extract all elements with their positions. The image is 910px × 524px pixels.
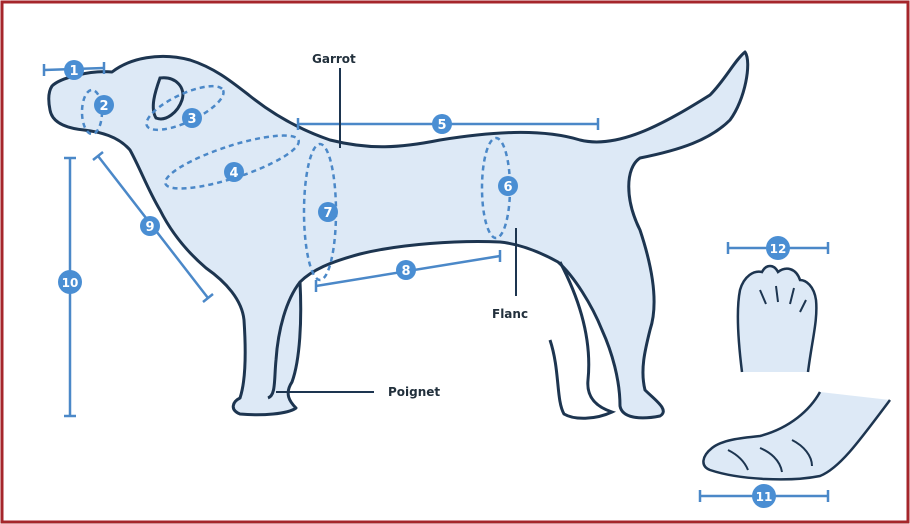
paw-top-view xyxy=(738,266,817,372)
svg-text:4: 4 xyxy=(229,166,238,181)
svg-text:5: 5 xyxy=(437,118,446,133)
badge-12: 12 xyxy=(766,236,790,260)
svg-text:8: 8 xyxy=(401,264,410,279)
badge-8: 8 xyxy=(396,260,416,280)
badge-10: 10 xyxy=(58,270,82,294)
flanc-label: Flanc xyxy=(492,307,528,321)
poignet-label: Poignet xyxy=(388,385,440,399)
svg-text:12: 12 xyxy=(770,242,787,256)
paw-side-view xyxy=(703,392,890,479)
badge-9: 9 xyxy=(140,216,160,236)
svg-text:6: 6 xyxy=(503,180,512,195)
svg-text:3: 3 xyxy=(187,112,196,127)
svg-text:7: 7 xyxy=(323,206,332,221)
svg-text:11: 11 xyxy=(756,490,773,504)
svg-text:10: 10 xyxy=(62,276,79,290)
badge-7: 7 xyxy=(318,202,338,222)
badge-4: 4 xyxy=(224,162,244,182)
garrot-label: Garrot xyxy=(312,52,356,66)
svg-text:1: 1 xyxy=(69,64,78,79)
badge-1: 1 xyxy=(64,60,84,80)
badge-11: 11 xyxy=(752,484,776,508)
svg-text:2: 2 xyxy=(99,99,108,114)
svg-text:9: 9 xyxy=(145,220,154,235)
badge-3: 3 xyxy=(182,108,202,128)
badge-5: 5 xyxy=(432,114,452,134)
badge-6: 6 xyxy=(498,176,518,196)
badge-2: 2 xyxy=(94,95,114,115)
